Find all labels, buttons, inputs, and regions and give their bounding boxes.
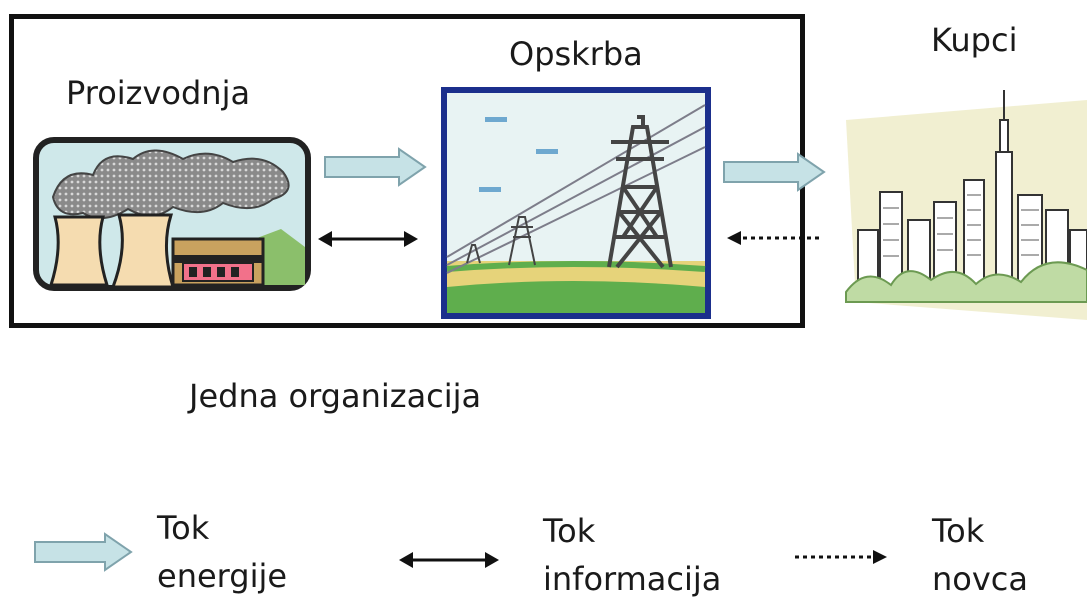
- legend-money-line2: novca: [932, 560, 1028, 598]
- supply-label: Opskrba: [509, 35, 643, 73]
- energy-arrow-supply-to-customers: [723, 152, 826, 192]
- legend-energy-label: Tok energije: [157, 504, 287, 600]
- legend-energy-line1: Tok: [157, 509, 210, 547]
- information-arrow-production-supply: [318, 231, 418, 247]
- legend-information-label: Tok informacija: [543, 507, 721, 603]
- organization-label: Jedna organizacija: [189, 377, 482, 415]
- production-label: Proizvodnja: [66, 74, 251, 112]
- legend-information-line2: informacija: [543, 560, 722, 598]
- legend-information-arrow: [399, 552, 499, 568]
- power-transmission-tower-icon: [441, 87, 711, 319]
- money-arrow-customers-to-supply: [727, 231, 819, 245]
- legend-energy-arrow: [34, 532, 133, 572]
- legend-money-label: Tok novca: [932, 507, 1028, 603]
- legend-money-line1: Tok: [932, 512, 985, 550]
- power-plant-icon: [33, 137, 311, 291]
- legend-money-arrow: [795, 550, 887, 564]
- legend-information-line1: Tok: [543, 512, 596, 550]
- energy-arrow-production-to-supply: [324, 147, 427, 187]
- city-skyline-icon: [845, 90, 1087, 320]
- legend-energy-line2: energije: [157, 557, 288, 595]
- customers-label: Kupci: [931, 21, 1018, 59]
